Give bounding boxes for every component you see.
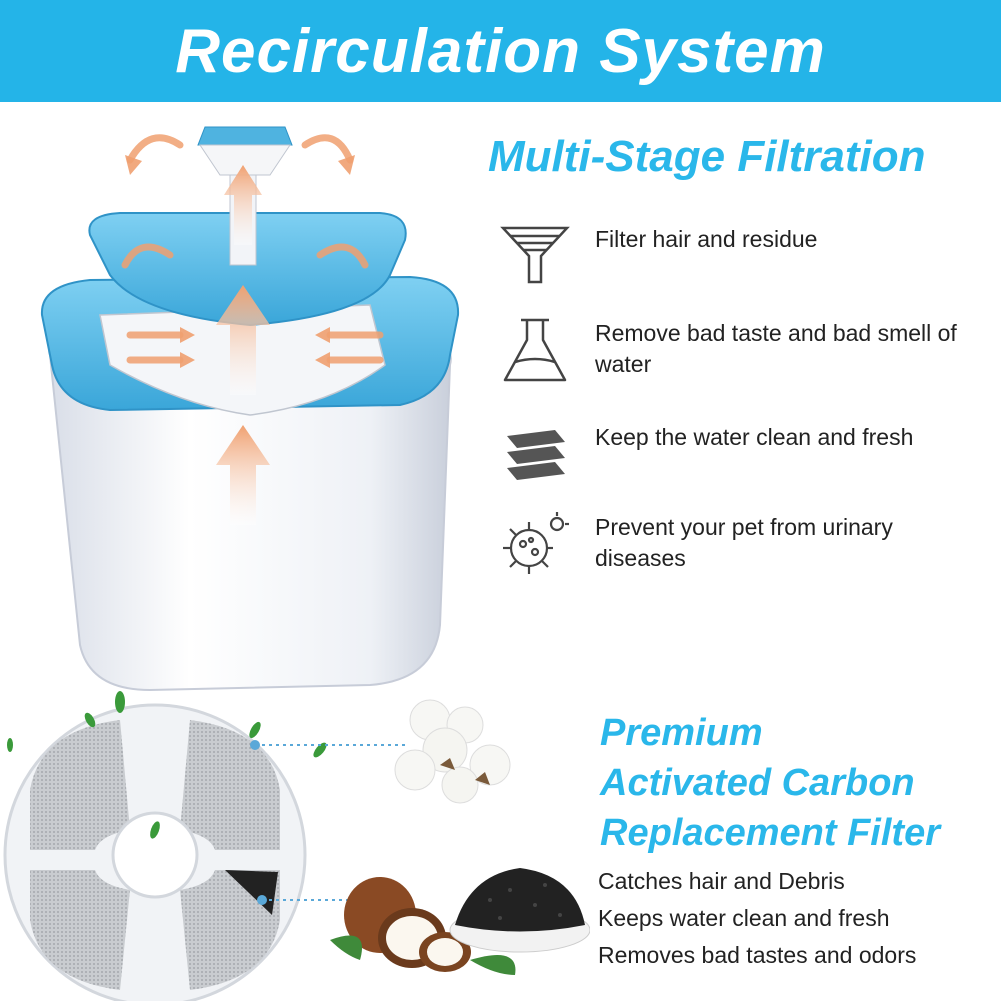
feature-item: Keep the water clean and fresh xyxy=(495,418,985,488)
carbon-title-line: Activated Carbon xyxy=(600,762,915,804)
banner-title: Recirculation System xyxy=(175,16,826,86)
bullet-item: Catches hair and Debris xyxy=(598,868,845,894)
carbon-title-line: Premium xyxy=(600,712,763,754)
filter-cartridge-illustration xyxy=(3,691,590,1001)
header-banner: Recirculation System xyxy=(0,0,1001,102)
fountain-illustration xyxy=(40,126,460,692)
bacteria-icon xyxy=(503,512,569,574)
feature-text: Filter hair and residue xyxy=(595,226,818,252)
charcoal-image xyxy=(449,868,590,953)
feature-text: Prevent your pet from urinary diseases xyxy=(595,514,893,571)
funnel-icon xyxy=(500,226,570,284)
filtration-title: Multi-Stage Filtration xyxy=(488,132,926,181)
feature-item: Remove bad taste and bad smell of water xyxy=(495,314,985,384)
carbon-bullets: Catches hair and Debris Keeps water clea… xyxy=(598,866,916,977)
feature-text: Remove bad taste and bad smell of water xyxy=(595,320,957,377)
carbon-title: Premium Activated Carbon Replacement Fil… xyxy=(600,708,940,858)
carbon-title-line: Replacement Filter xyxy=(600,812,940,854)
coconut-image xyxy=(330,877,516,975)
feature-item: Prevent your pet from urinary diseases xyxy=(495,508,985,578)
layers-icon xyxy=(507,430,565,480)
cotton-image xyxy=(394,699,511,804)
feature-text: Keep the water clean and fresh xyxy=(595,424,914,450)
flask-icon xyxy=(503,318,567,382)
bullet-item: Keeps water clean and fresh xyxy=(598,905,890,931)
bullet-item: Removes bad tastes and odors xyxy=(598,942,917,968)
feature-item: Filter hair and residue xyxy=(495,220,985,290)
